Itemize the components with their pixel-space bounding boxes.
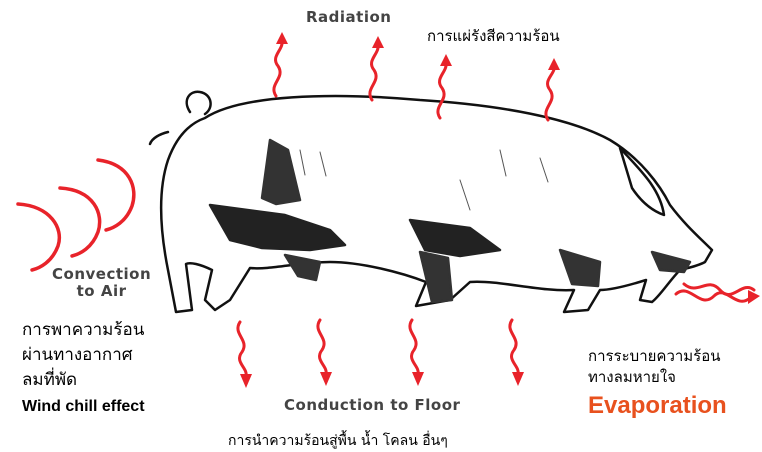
convection-arc [18,204,59,270]
convection-thai-line2: ผ่านทางอากาศ [22,343,144,368]
conduction-arrow [510,320,518,374]
convection-label: Convection to Air [52,266,151,300]
convection-arcs [18,160,134,270]
radiation-label: Radiation [306,8,391,26]
conduction-arrowhead [240,374,252,388]
convection-label-line1: Convection [52,266,151,283]
conduction-arrowhead [512,372,524,386]
conduction-arrowhead [320,372,332,386]
conduction-arrow [238,322,246,376]
radiation-arrow [546,66,554,120]
radiation-arrow [370,44,378,100]
evaporation-thai-line1: การระบายความร้อน [588,346,721,367]
convection-arc [98,160,134,230]
conduction-arrow [318,320,326,374]
conduction-thai-label: การนำความร้อนสู่พื้น น้ำ โคลน อื่นๆ [228,430,448,452]
evaporation-arrowhead [748,290,760,304]
wind-chill-label: Wind chill effect [22,398,145,416]
conduction-arrow [410,320,418,374]
radiation-arrowhead [440,54,452,66]
convection-thai-label: การพาความร้อน ผ่านทางอากาศ ลมที่พัด [22,318,144,393]
evaporation-squiggle [676,291,750,301]
radiation-arrowhead [548,58,560,70]
evaporation-thai-line2: ทางลมหายใจ [588,367,721,388]
evaporation-arrows [676,284,760,304]
pig-tail [187,92,211,114]
evaporation-thai-label: การระบายความร้อน ทางลมหายใจ [588,346,721,388]
convection-arc [60,188,100,256]
conduction-label: Conduction to Floor [284,396,460,414]
evaporation-label: Evaporation [588,392,727,420]
radiation-arrowhead [372,36,384,48]
convection-thai-line3: ลมที่พัด [22,368,144,393]
convection-label-line2: to Air [52,283,151,300]
radiation-arrowhead [276,32,288,44]
conduction-arrowhead [412,372,424,386]
radiation-thai-label: การแผ่รังสีความร้อน [427,24,560,48]
conduction-arrows [238,320,524,388]
radiation-arrow [274,40,282,96]
convection-thai-line1: การพาความร้อน [22,318,144,343]
pig-illustration [150,92,712,312]
